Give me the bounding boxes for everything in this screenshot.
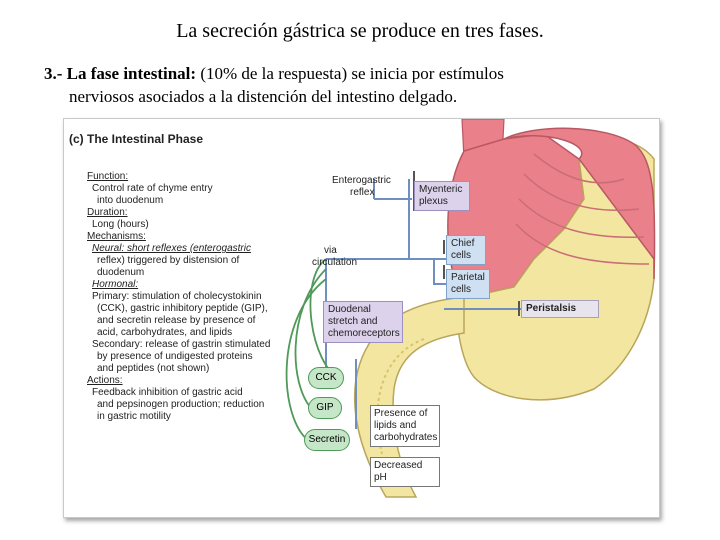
left-text-line: reflex) triggered by distension of xyxy=(97,255,240,266)
duodenal-line-3: chemoreceptors xyxy=(328,328,400,339)
intestinal-phase-point: 3.- La fase intestinal: (10% de la respu… xyxy=(44,62,654,108)
left-text-line: and pepsinogen production; reduction xyxy=(97,399,265,410)
point-line-1: (10% de la respuesta) se inicia por estí… xyxy=(200,64,504,83)
left-text-line: Neural: short reflexes (enterogastric xyxy=(92,243,251,254)
peristalsis-box: Peristalsis xyxy=(521,300,599,318)
chief-line-1: Chief xyxy=(451,238,475,249)
duodenal-receptors-box: Duodenal stretch and chemoreceptors xyxy=(323,301,403,343)
parietal-line-1: Parietal xyxy=(451,272,485,283)
left-text-line: (CCK), gastric inhibitory peptide (GIP), xyxy=(97,303,268,314)
via-line-1: via xyxy=(324,245,337,256)
intestinal-phase-figure: (c) The Intestinal Phase Function:Contro… xyxy=(63,118,660,518)
stomach-fundus xyxy=(503,127,656,280)
via-circulation-label: via circulation xyxy=(312,245,357,269)
enterogastric-line-2: reflex xyxy=(350,187,375,198)
duodenal-line-1: Duodenal xyxy=(328,304,371,315)
figure-heading: (c) The Intestinal Phase xyxy=(69,132,204,146)
cck-badge: CCK xyxy=(308,367,344,389)
presence-line-2: lipids and xyxy=(374,420,417,431)
parietal-cells-box: Parietal cells xyxy=(446,269,490,299)
duodenal-line-2: stretch and xyxy=(328,316,378,327)
point-bold-label: La fase intestinal: xyxy=(66,64,197,83)
left-text-line: Secondary: release of gastrin stimulated xyxy=(92,339,271,350)
left-text-line: Primary: stimulation of cholecystokinin xyxy=(92,291,262,302)
left-text-line: in gastric motility xyxy=(97,411,171,422)
myenteric-line-2: plexus xyxy=(419,196,448,207)
left-text-line: Long (hours) xyxy=(92,219,149,230)
presence-lipids-box: Presence of lipids and carbohydrates xyxy=(370,405,440,447)
chief-cells-box: Chief cells xyxy=(446,235,486,265)
point-line-2: nerviosos asociados a la distención del … xyxy=(69,87,458,106)
left-text-line: Mechanisms: xyxy=(87,231,146,242)
enterogastric-label: Enterogastric reflex xyxy=(332,175,391,199)
myenteric-plexus-box: Myenteric plexus xyxy=(414,181,470,211)
gip-badge: GIP xyxy=(308,397,342,419)
point-number: 3.- xyxy=(44,64,63,83)
enterogastric-line-1: Enterogastric xyxy=(332,175,391,186)
left-text-line: Feedback inhibition of gastric acid xyxy=(92,387,243,398)
left-text-line: by presence of undigested proteins xyxy=(97,351,253,362)
slide-title: La secreción gástrica se produce en tres… xyxy=(176,20,544,42)
presence-line-1: Presence of xyxy=(374,408,428,419)
decreased-ph-box: Decreased pH xyxy=(370,457,440,487)
left-text-line: Actions: xyxy=(87,375,123,386)
left-text-line: duodenum xyxy=(97,267,145,278)
left-text-line: acid, carbohydrates, and lipids xyxy=(97,327,233,338)
left-text-line: and secretin release by presence of xyxy=(97,315,256,326)
myenteric-line-1: Myenteric xyxy=(419,184,463,195)
parietal-line-2: cells xyxy=(451,284,472,295)
stomach-rugae xyxy=(515,153,650,265)
left-text-line: Control rate of chyme entry xyxy=(92,183,213,194)
via-line-2: circulation xyxy=(312,257,358,268)
chief-line-2: cells xyxy=(451,250,472,261)
left-text-line: Function: xyxy=(87,171,129,182)
left-text-line: Duration: xyxy=(87,207,128,218)
secretin-badge: Secretin xyxy=(304,429,350,451)
left-text-line: Hormonal: xyxy=(92,279,139,290)
figure-drawing xyxy=(285,119,656,498)
left-text-line: into duodenum xyxy=(97,195,164,206)
left-text-line: and peptides (not shown) xyxy=(97,363,210,374)
presence-line-3: carbohydrates xyxy=(374,432,438,443)
